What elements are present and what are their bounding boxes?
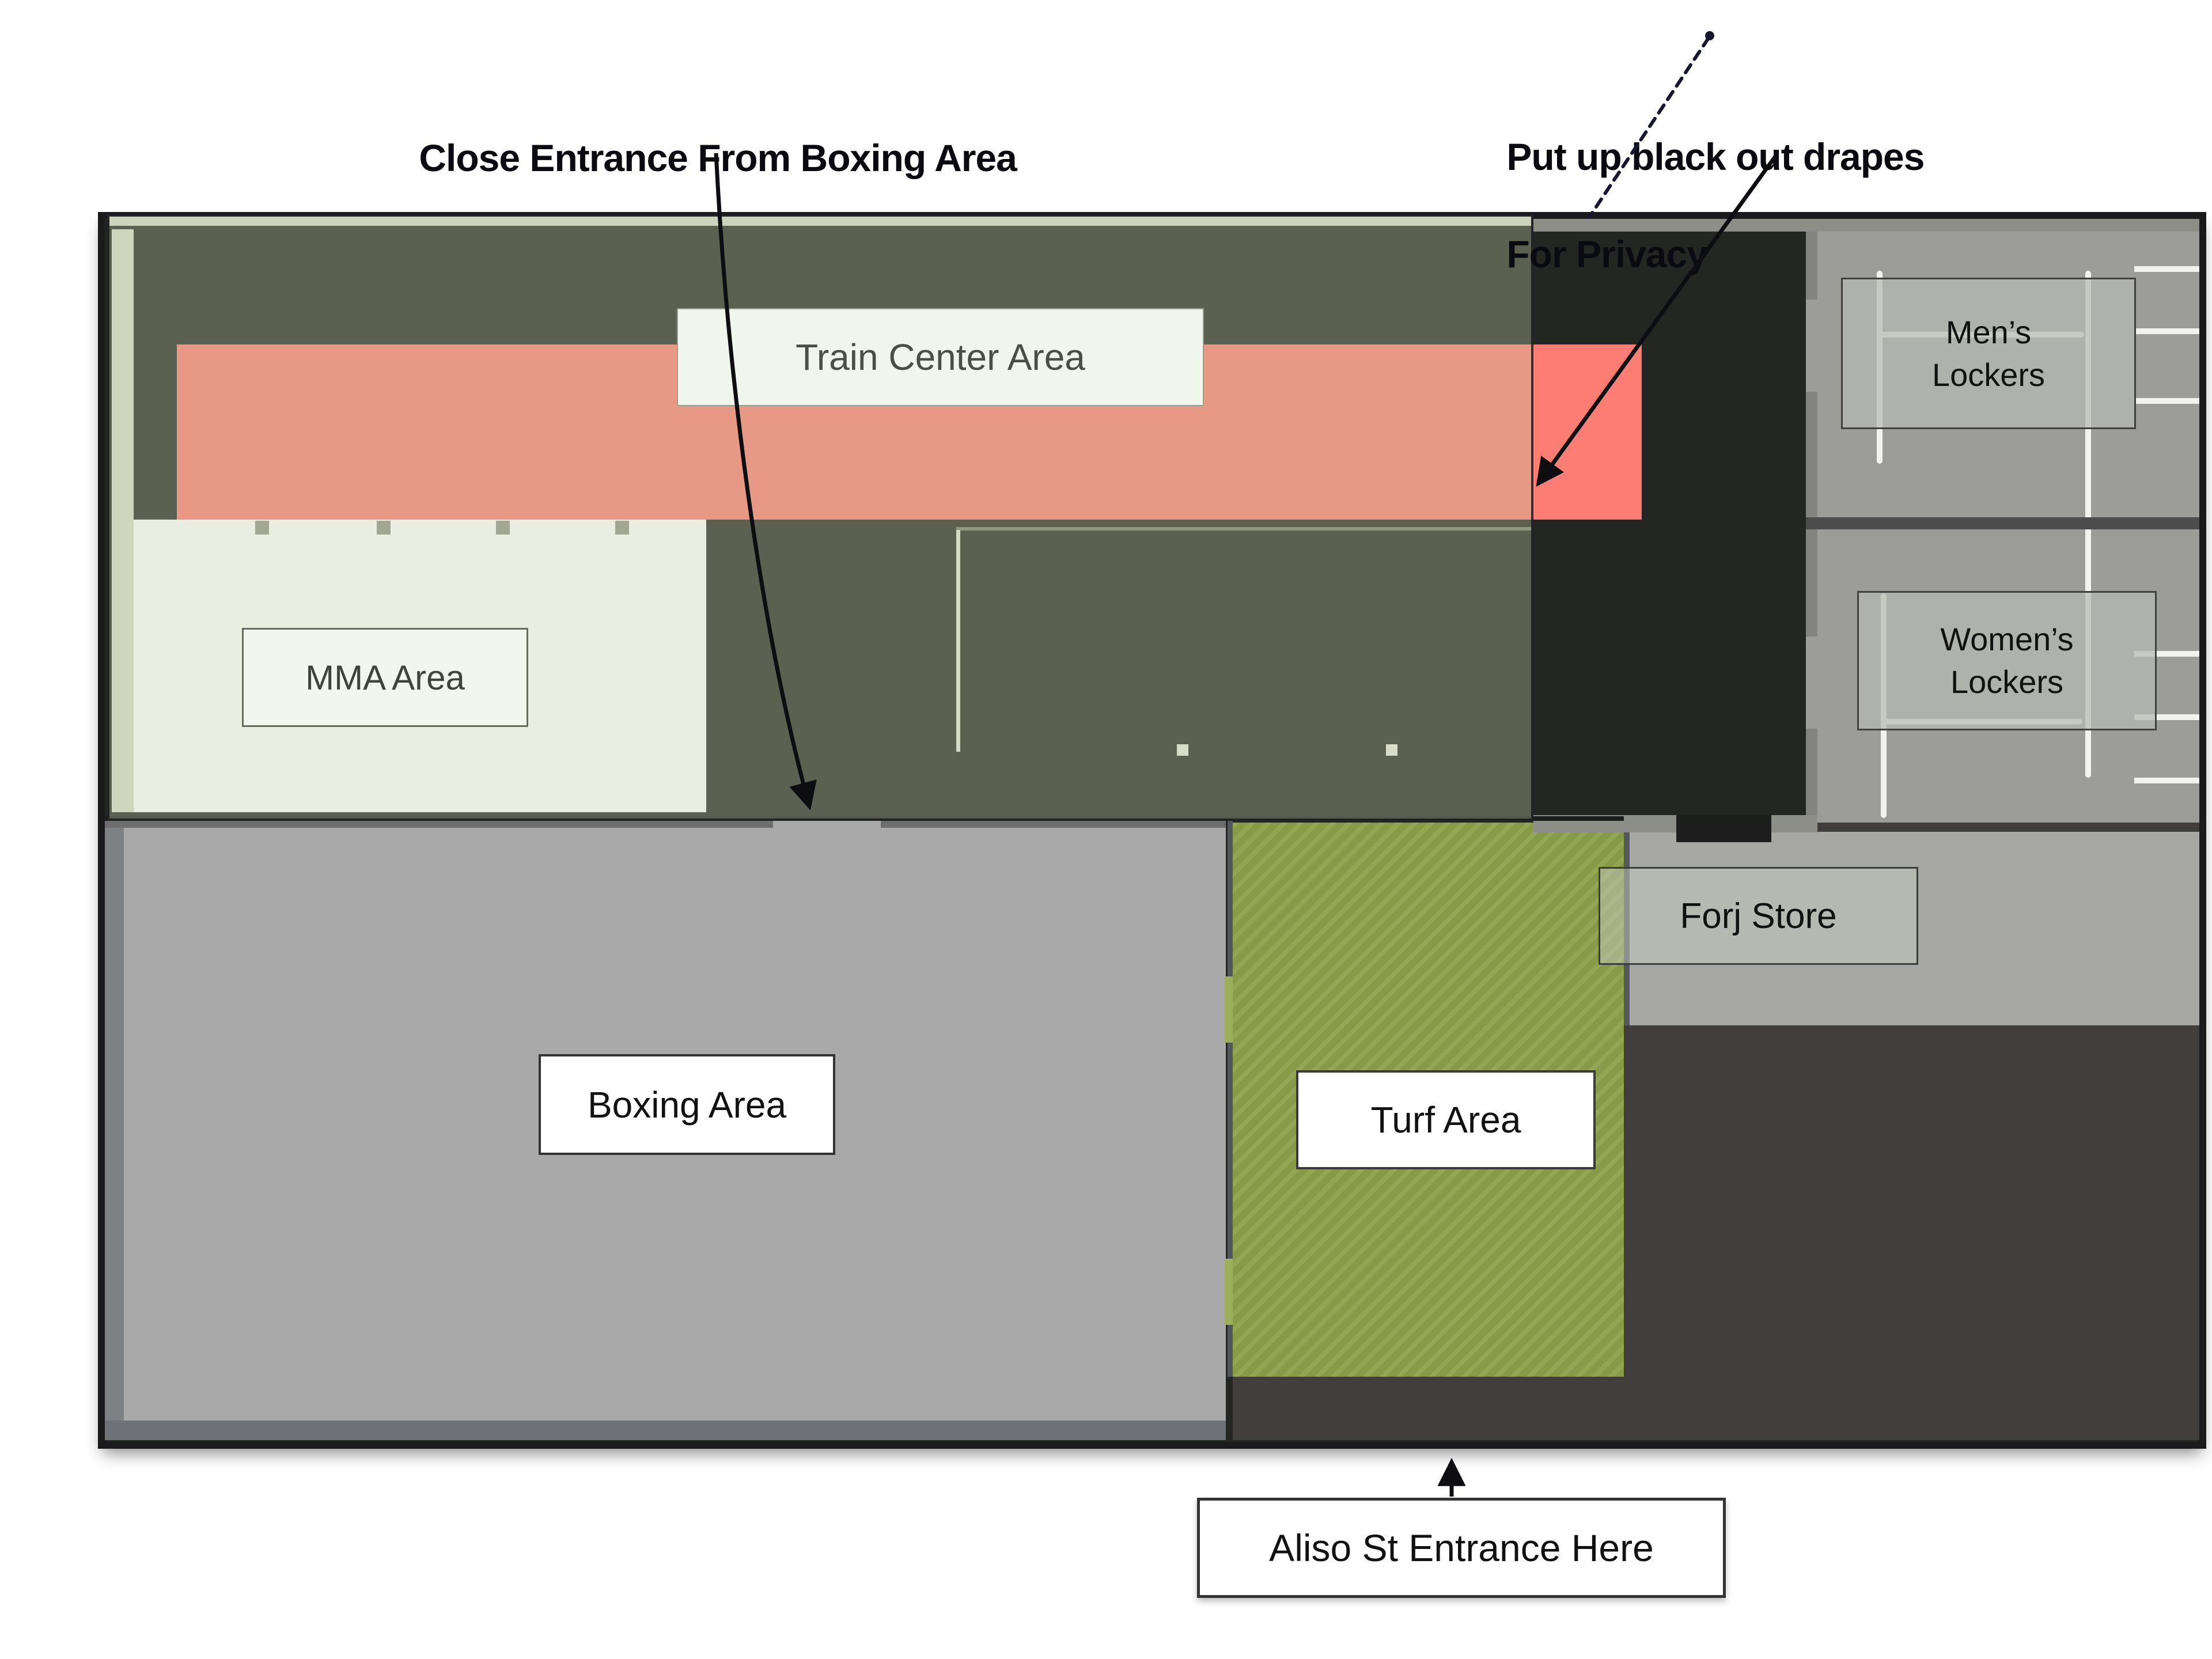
train-center-area-label: Train Center Area xyxy=(677,308,1204,406)
interior-wall-vline xyxy=(956,530,960,752)
column-stub xyxy=(496,521,510,535)
mma-area-label-text: MMA Area xyxy=(305,658,465,697)
drapes-dashed-line-dot xyxy=(1705,31,1714,40)
womens-lockers-label: Women’s Lockers xyxy=(1857,591,2157,730)
boxing-turf-wall xyxy=(1228,821,1233,1377)
aliso-entrance-label-text: Aliso St Entrance Here xyxy=(1269,1527,1654,1569)
train-center-area-label-text: Train Center Area xyxy=(796,336,1085,378)
corridor-top-wall xyxy=(1624,827,2199,832)
womens-lockers-label-line2: Lockers xyxy=(1950,664,2064,700)
drapes-note-line1: Put up black out drapes xyxy=(1506,135,1925,179)
boxing-area-label-text: Boxing Area xyxy=(587,1084,787,1126)
boxing-turf-door-gap xyxy=(1225,1259,1233,1325)
womens-locker-stub xyxy=(2134,714,2199,720)
boxing-top-wall-segment xyxy=(881,821,1226,828)
womens-locker-stub xyxy=(2134,651,2199,657)
forj-store-label-text: Forj Store xyxy=(1680,896,1837,936)
close-entrance-note: Close Entrance From Boxing Area xyxy=(379,85,1017,231)
locker-rooms-divider-wall xyxy=(1806,517,2199,529)
dark-room-door-stub xyxy=(1676,815,1771,842)
highlight-overlay xyxy=(107,214,1533,821)
highlight-overlay-top-strip xyxy=(109,217,1531,226)
mens-locker-stub xyxy=(2134,328,2199,334)
lockers-left-wall-gap xyxy=(1806,300,1817,392)
aliso-entrance-label: Aliso St Entrance Here xyxy=(1197,1498,1726,1598)
boxing-top-wall-segment xyxy=(105,821,773,828)
mens-lockers-label-line1: Men’s xyxy=(1945,313,2032,350)
column-stub xyxy=(255,521,269,535)
mma-area-label: MMA Area xyxy=(242,628,528,727)
column-stub xyxy=(615,521,629,535)
boxing-bottom-wall xyxy=(105,1421,1226,1440)
interior-column-dot xyxy=(1177,744,1188,756)
drapes-note: Put up black out drapes For Privacy xyxy=(1467,84,1925,327)
lockers-left-wall-gap xyxy=(1806,637,1817,729)
turf-area-label: Turf Area xyxy=(1296,1070,1596,1169)
mens-locker-stub xyxy=(2134,398,2199,404)
mens-lockers-label-line2: Lockers xyxy=(1931,356,2046,393)
drapes-note-line2: For Privacy xyxy=(1506,233,1708,276)
interior-column-dot xyxy=(1386,744,1397,756)
mens-locker-stub xyxy=(2134,266,2199,272)
mens-lockers-label: Men’s Lockers xyxy=(1841,278,2136,429)
womens-locker-stub xyxy=(2134,778,2199,783)
boxing-left-wall xyxy=(105,821,124,1440)
boxing-area-label: Boxing Area xyxy=(539,1054,835,1155)
boxing-turf-door-gap xyxy=(1225,976,1233,1043)
column-stub xyxy=(377,521,391,535)
turf-area-label-text: Turf Area xyxy=(1370,1099,1521,1141)
womens-lockers-label-line1: Women’s xyxy=(1940,621,2074,658)
left-wall-strip xyxy=(112,229,134,812)
close-entrance-note-text: Close Entrance From Boxing Area xyxy=(419,137,1017,180)
interior-wall-hline xyxy=(956,527,1532,531)
forj-store-label: Forj Store xyxy=(1599,867,1918,965)
